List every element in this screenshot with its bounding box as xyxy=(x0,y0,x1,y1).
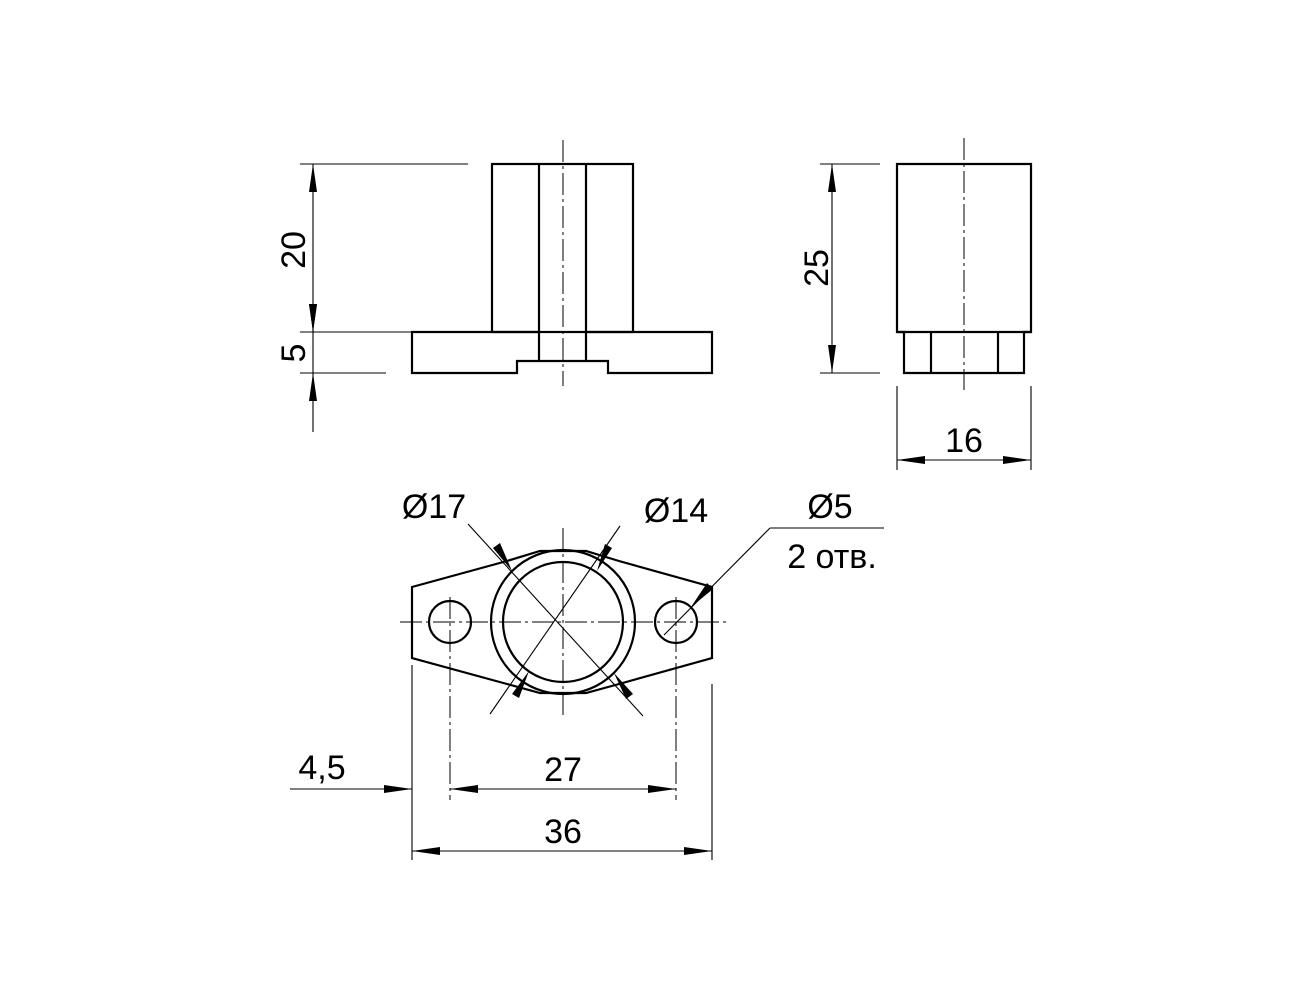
top-flange-outline xyxy=(410,549,714,695)
dim-20-arrow-top xyxy=(309,164,317,192)
dim-5-arrow-bottom xyxy=(309,373,317,401)
dim-45-text: 4,5 xyxy=(298,749,345,787)
dia17-arrow-top xyxy=(493,543,512,571)
dia17-arrow-bottom xyxy=(614,673,633,699)
dim-25-arrow-top xyxy=(828,164,836,192)
dia14-leader xyxy=(489,525,621,715)
dim-16-arrow-left xyxy=(897,456,925,464)
dim-27-text: 27 xyxy=(544,751,582,789)
dim-16-arrow-right xyxy=(1003,456,1031,464)
dim-25-text: 25 xyxy=(798,249,836,287)
dia14-arrow-bottom xyxy=(512,671,529,698)
dia17-text: Ø17 xyxy=(402,488,466,526)
dia5-arrow xyxy=(691,583,713,607)
hole-count-text: 2 отв. xyxy=(787,538,877,576)
dim-36-text: 36 xyxy=(544,813,582,851)
dim-36-arrow-right xyxy=(684,847,712,855)
dim-45-arrow-left xyxy=(384,785,412,793)
dim-5-text: 5 xyxy=(275,344,313,363)
top-view: Ø17 Ø14 Ø5 2 отв. 4,5 27 36 xyxy=(290,488,884,860)
dim-20-text: 20 xyxy=(275,231,313,269)
dia5-text: Ø5 xyxy=(807,488,852,526)
dim-27-arrow-right xyxy=(648,785,676,793)
dia5-leader xyxy=(663,527,771,636)
side-view: 25 16 xyxy=(798,138,1033,470)
front-view: 20 5 xyxy=(275,140,714,432)
dim-16-text: 16 xyxy=(945,422,983,460)
dia14-text: Ø14 xyxy=(644,492,708,530)
front-base-plate xyxy=(410,330,714,375)
dim-36-arrow-left xyxy=(412,847,440,855)
dia14-arrow-top xyxy=(597,544,612,571)
dim-5-arrow-top xyxy=(309,304,317,332)
dim-25-arrow-bottom xyxy=(828,345,836,373)
